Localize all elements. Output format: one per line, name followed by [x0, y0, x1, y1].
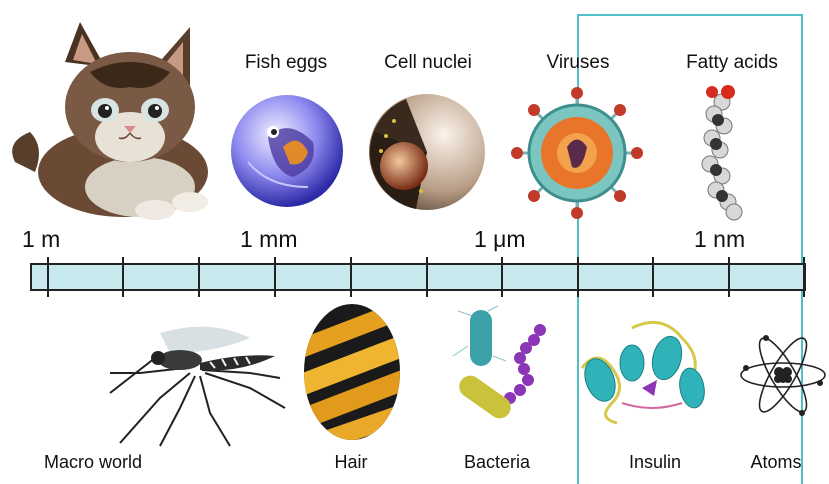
- label-hair: Hair: [334, 452, 367, 473]
- scale-bar: [30, 263, 806, 291]
- atom-icon: [738, 328, 828, 422]
- scale-tick: [652, 257, 654, 297]
- fatty-acid-molecule-icon: [690, 84, 750, 222]
- scale-label-1m: 1 m: [22, 226, 60, 253]
- cell-nucleus-icon: [366, 91, 488, 213]
- mosquito-icon: [100, 318, 290, 448]
- scale-tick: [350, 257, 352, 297]
- scale-label-1mm: 1 mm: [240, 226, 298, 253]
- scale-tick: [426, 257, 428, 297]
- scale-tick: [577, 257, 579, 297]
- scale-label-1nm: 1 nm: [694, 226, 745, 253]
- label-fatty-acids: Fatty acids: [686, 52, 778, 74]
- label-atoms: Atoms: [750, 452, 801, 473]
- virus-icon: [512, 87, 642, 219]
- bacteria-icon: [448, 306, 558, 440]
- scale-tick: [501, 257, 503, 297]
- label-fish-eggs: Fish eggs: [245, 52, 327, 74]
- fish-egg-icon: [228, 92, 346, 210]
- scale-tick: [728, 257, 730, 297]
- label-viruses: Viruses: [546, 52, 609, 74]
- label-macro-world: Macro world: [44, 452, 142, 473]
- label-insulin: Insulin: [629, 452, 681, 473]
- insulin-protein-icon: [572, 308, 720, 430]
- scale-tick: [198, 257, 200, 297]
- scale-tick: [803, 257, 805, 297]
- scale-tick: [122, 257, 124, 297]
- label-cell-nuclei: Cell nuclei: [384, 52, 472, 74]
- label-bacteria: Bacteria: [464, 452, 530, 473]
- hair-strand-icon: [302, 302, 402, 442]
- scale-label-1um: 1 μm: [474, 226, 526, 253]
- kitten-icon: [5, 22, 210, 222]
- scale-tick: [274, 257, 276, 297]
- scale-tick: [47, 257, 49, 297]
